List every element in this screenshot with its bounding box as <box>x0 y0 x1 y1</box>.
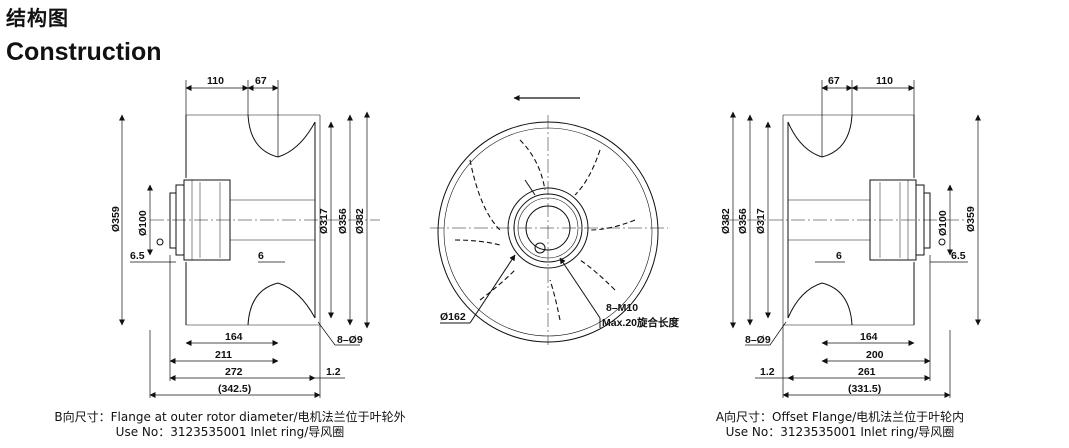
page-title-cn: 结构图 <box>6 6 69 30</box>
dim-67: 67 <box>255 75 267 87</box>
page-title-en: Construction <box>6 38 162 66</box>
dim-6-5: 6.5 <box>130 250 145 262</box>
front-labels: Ø162 8–M10 Max.20旋合长度 <box>440 302 680 329</box>
dim-d359: Ø359 <box>110 206 122 232</box>
dim-d162: Ø162 <box>440 311 466 323</box>
dim-272: 272 <box>225 366 243 378</box>
front-view <box>430 95 668 345</box>
dim-164: 164 <box>225 331 243 343</box>
right-caption-line1: A向尺寸：Offset Flange/电机法兰位于叶轮内 <box>715 410 965 424</box>
r-dim-331-5: (331.5) <box>848 383 881 395</box>
r-dim-261: 261 <box>858 366 876 378</box>
dim-211: 211 <box>215 349 232 361</box>
r-dim-200: 200 <box>866 349 884 361</box>
r-dim-110: 110 <box>876 75 893 87</box>
dim-d100: Ø100 <box>137 210 149 236</box>
thread-spec: 8–M10 <box>606 302 638 314</box>
dim-d317: Ø317 <box>318 208 330 234</box>
right-dimension-labels: 67 110 Ø382 Ø356 Ø317 Ø100 Ø359 6 6.5 8–… <box>720 75 977 395</box>
r-dim-6-5: 6.5 <box>951 250 966 262</box>
thread-note: Max.20旋合长度 <box>602 316 680 329</box>
r-dim-d359: Ø359 <box>965 206 977 232</box>
left-dimensions <box>119 80 370 398</box>
left-caption-line2: Use No：3123535001 Inlet ring/导风圈 <box>115 425 345 439</box>
r-dim-8-d9: 8–Ø9 <box>745 334 771 346</box>
left-caption: B向尺寸：Flange at outer rotor diameter/电机法兰… <box>40 410 420 440</box>
right-caption: A向尺寸：Offset Flange/电机法兰位于叶轮内 Use No：3123… <box>680 410 1000 440</box>
r-dim-d100: Ø100 <box>937 210 949 236</box>
right-dimensions <box>730 80 981 398</box>
dim-6: 6 <box>258 250 264 262</box>
left-dimension-labels: 110 67 Ø359 Ø100 Ø317 Ø356 Ø382 6.5 6 16… <box>110 75 366 395</box>
r-dim-d317: Ø317 <box>755 208 767 234</box>
left-side-view <box>150 114 380 326</box>
r-dim-6: 6 <box>836 250 842 262</box>
dim-1-2: 1.2 <box>326 366 341 378</box>
r-dim-d382: Ø382 <box>720 208 732 234</box>
dim-342-5: (342.5) <box>218 383 251 395</box>
dim-d356: Ø356 <box>337 208 349 234</box>
r-dim-67: 67 <box>828 75 840 87</box>
r-dim-1-2: 1.2 <box>760 366 775 378</box>
left-caption-line1: B向尺寸：Flange at outer rotor diameter/电机法兰… <box>54 410 406 424</box>
dim-d382: Ø382 <box>354 208 366 234</box>
dim-8-d9: 8–Ø9 <box>337 334 363 346</box>
dim-110: 110 <box>207 75 224 87</box>
r-dim-164: 164 <box>860 331 878 343</box>
r-dim-d356: Ø356 <box>737 208 749 234</box>
right-caption-line2: Use No：3123535001 Inlet ring/导风圈 <box>725 425 955 439</box>
